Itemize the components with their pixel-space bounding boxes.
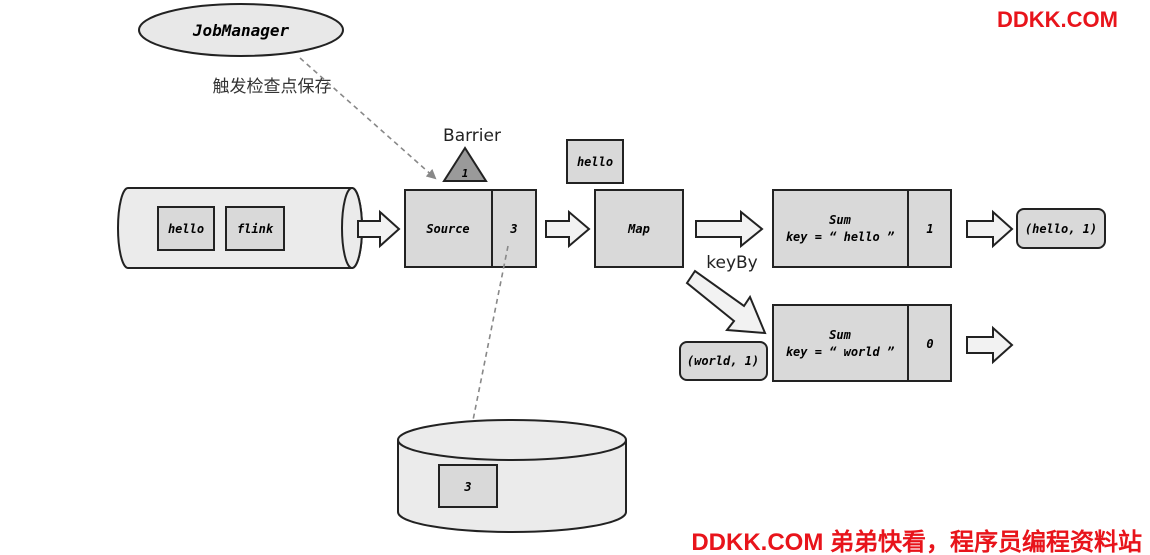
flow-arrow xyxy=(966,325,1014,365)
sum-hello-key: key = “ hello ” xyxy=(786,230,895,244)
in-flight-record: hello xyxy=(566,139,624,184)
source-operator: Source 3 xyxy=(404,189,537,268)
trigger-checkpoint-label: 触发检查点保存 xyxy=(213,77,332,97)
map-operator: Map xyxy=(594,189,684,268)
output-hello-label: (hello, 1) xyxy=(1025,222,1097,236)
output-hello-record: (hello, 1) xyxy=(1016,208,1106,249)
stream-record-box xyxy=(157,206,215,251)
stream-record-box xyxy=(225,206,285,251)
input-world-label: (world, 1) xyxy=(687,354,759,368)
sum-world-key: key = “ world ” xyxy=(786,345,895,359)
flow-arrow xyxy=(966,209,1014,249)
keyby-label: keyBy xyxy=(706,253,757,273)
sum-world-title: Sum xyxy=(829,328,851,342)
barrier-marker: 1 xyxy=(442,146,488,182)
flow-arrow xyxy=(545,209,591,249)
map-label: Map xyxy=(627,222,650,236)
watermark-top: DDKK.COM xyxy=(997,7,1118,32)
trigger-dashed-arrow xyxy=(299,57,437,180)
jobmanager-node: JobManager xyxy=(138,3,344,57)
watermark-bottom: DDKK.COM 弟弟快看，程序员编程资料站 xyxy=(691,528,1142,555)
storage-snapshot-box xyxy=(438,464,498,508)
input-stream: hello flink xyxy=(117,187,363,269)
sum-hello-operator: Sum key = “ hello ” 1 xyxy=(772,189,952,268)
sum-world-operator: Sum key = “ world ” 0 xyxy=(772,304,952,382)
source-label: Source xyxy=(426,222,469,236)
stream-record: flink xyxy=(237,222,274,236)
in-flight-record-label: hello xyxy=(577,155,613,169)
source-state: 3 xyxy=(509,222,517,236)
sum-hello-state: 1 xyxy=(926,222,933,236)
keyby-arrow xyxy=(685,269,767,335)
sum-hello-title: Sum xyxy=(829,213,851,227)
barrier-label: Barrier xyxy=(443,126,501,146)
flow-arrow xyxy=(357,209,401,249)
sum-world-state: 0 xyxy=(926,337,933,351)
state-backend-storage: 3 xyxy=(397,419,627,533)
jobmanager-label: JobManager xyxy=(192,21,290,40)
barrier-number: 1 xyxy=(462,167,469,180)
input-world-record: (world, 1) xyxy=(679,341,768,381)
storage-snapshot-value: 3 xyxy=(463,480,471,494)
stream-record: hello xyxy=(168,222,204,236)
flow-arrow xyxy=(695,209,764,249)
